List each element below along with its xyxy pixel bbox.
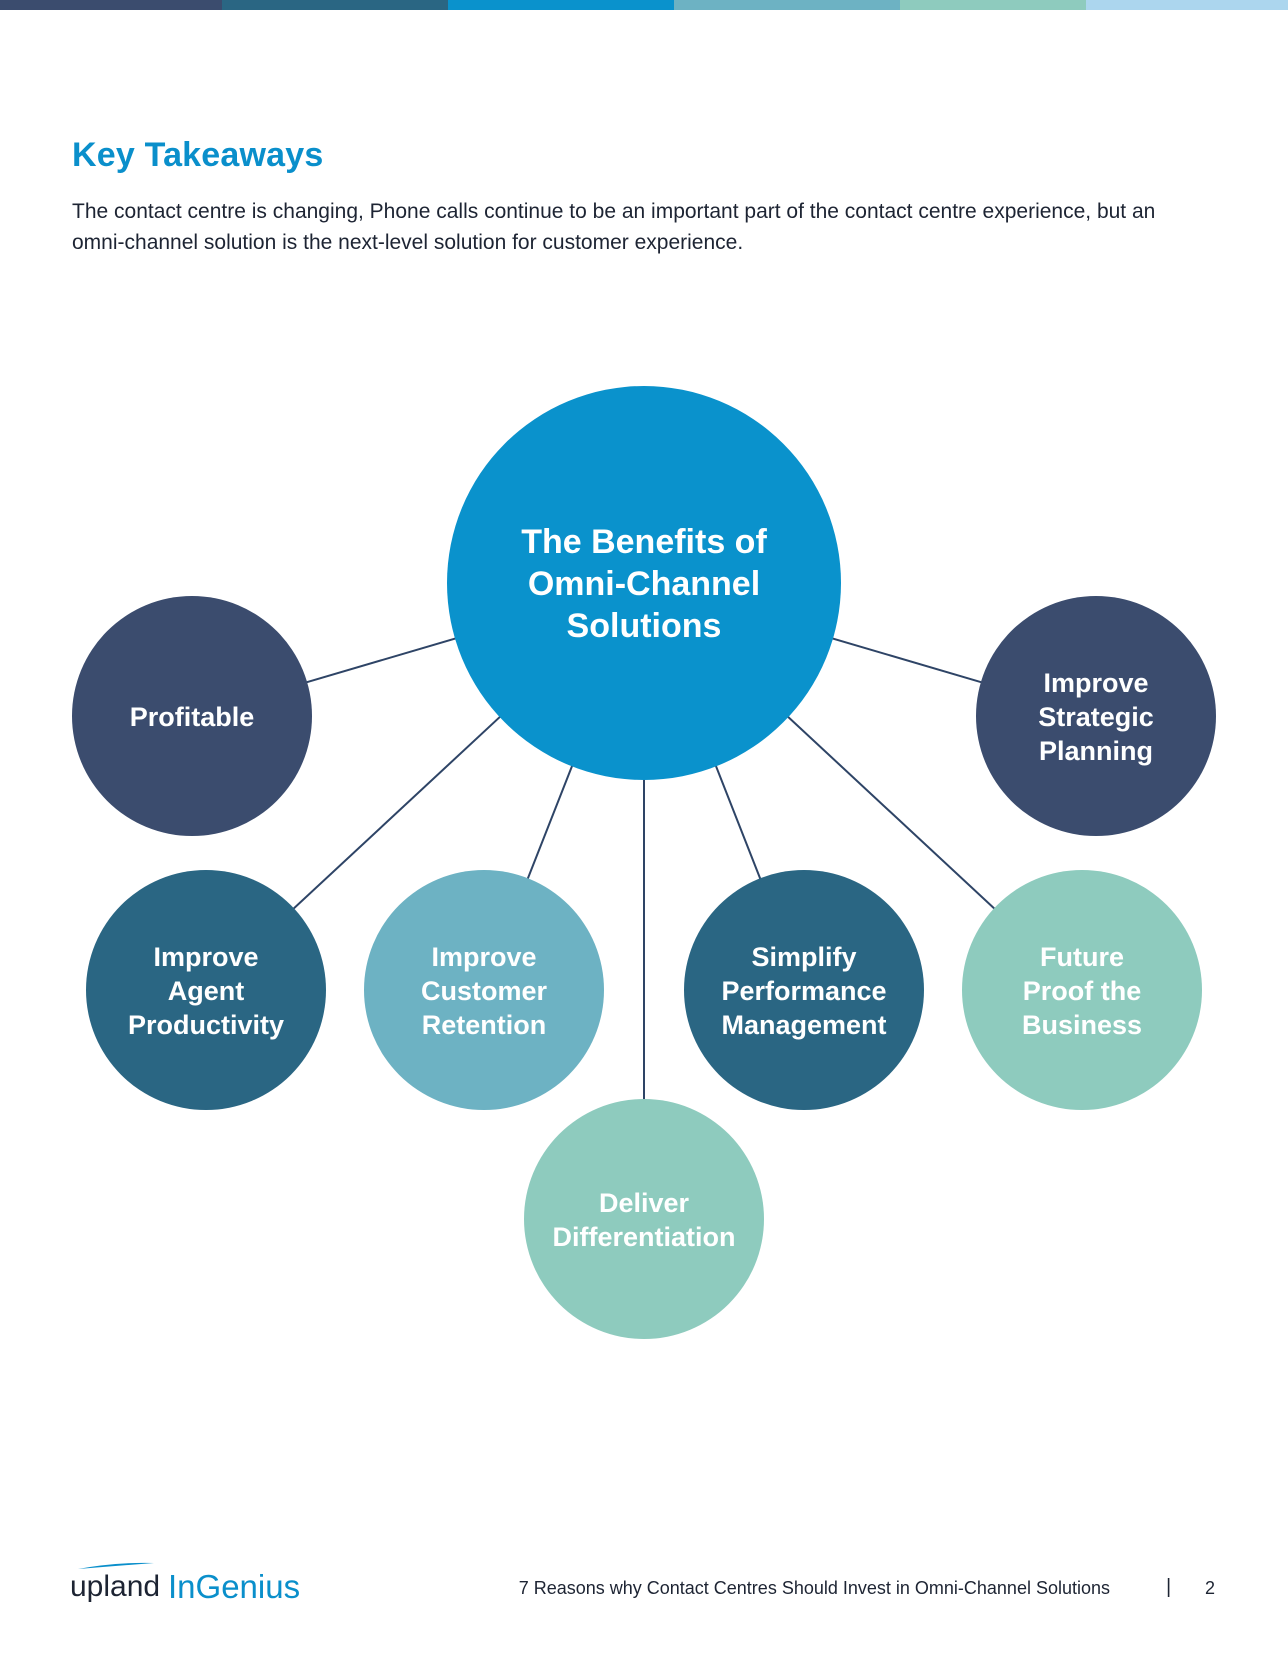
company-logo: upland InGenius	[70, 1560, 330, 1610]
benefit-nodes: ProfitableImproveStrategicPlanningImprov…	[72, 596, 1216, 1339]
logo-upland-text: upland	[70, 1570, 161, 1603]
benefit-label-line: Retention	[422, 1010, 547, 1040]
benefit-circle	[524, 1099, 764, 1339]
benefit-label-line: Improve	[1043, 668, 1148, 698]
benefit-circle	[962, 870, 1202, 1110]
benefit-circle	[684, 870, 924, 1110]
top-bar-segment	[1086, 0, 1288, 10]
benefit-label-line: Simplify	[751, 942, 856, 972]
logo-ingenius-text: InGenius	[168, 1568, 301, 1605]
benefit-label-line: Future	[1040, 942, 1124, 972]
center-label-line: The Benefits of	[521, 523, 767, 561]
footer-separator: |	[1166, 1576, 1172, 1598]
top-bar-segment	[0, 0, 222, 10]
top-color-bar	[0, 0, 1288, 10]
top-bar-segment	[674, 0, 900, 10]
benefit-circle	[72, 596, 312, 836]
benefit-node-profitable: Profitable	[72, 596, 312, 836]
benefit-circle	[364, 870, 604, 1110]
benefit-label-line: Proof the	[1023, 976, 1142, 1006]
center-circle	[447, 386, 841, 780]
footer-document-title: 7 Reasons why Contact Centres Should Inv…	[518, 1578, 1110, 1598]
benefit-label-line: Planning	[1039, 736, 1153, 766]
benefit-circle	[976, 596, 1216, 836]
center-label-line: Omni-Channel	[528, 565, 760, 603]
top-bar-segment	[222, 0, 448, 10]
benefit-label-line: Business	[1022, 1010, 1142, 1040]
benefit-label-line: Profitable	[130, 702, 255, 732]
benefit-label-line: Management	[721, 1010, 886, 1040]
intro-paragraph: The contact centre is changing, Phone ca…	[72, 200, 1156, 254]
top-bar-segment	[900, 0, 1086, 10]
center-label-line: Solutions	[567, 607, 722, 645]
benefit-circle	[86, 870, 326, 1110]
page-title: Key Takeaways	[72, 136, 324, 174]
benefit-label-line: Agent	[168, 976, 245, 1006]
top-bar-segment	[448, 0, 674, 10]
logo-swoosh-icon	[78, 1562, 154, 1569]
benefit-label-line: Performance	[721, 976, 886, 1006]
benefit-label-line: Customer	[421, 976, 548, 1006]
benefit-label-line: Differentiation	[552, 1222, 735, 1252]
page-number: 2	[1205, 1578, 1216, 1598]
benefit-label-line: Improve	[153, 942, 258, 972]
benefit-label-line: Deliver	[599, 1188, 690, 1218]
benefit-label-line: Productivity	[128, 1010, 284, 1040]
benefit-label-line: Improve	[431, 942, 536, 972]
benefit-label-line: Strategic	[1038, 702, 1154, 732]
